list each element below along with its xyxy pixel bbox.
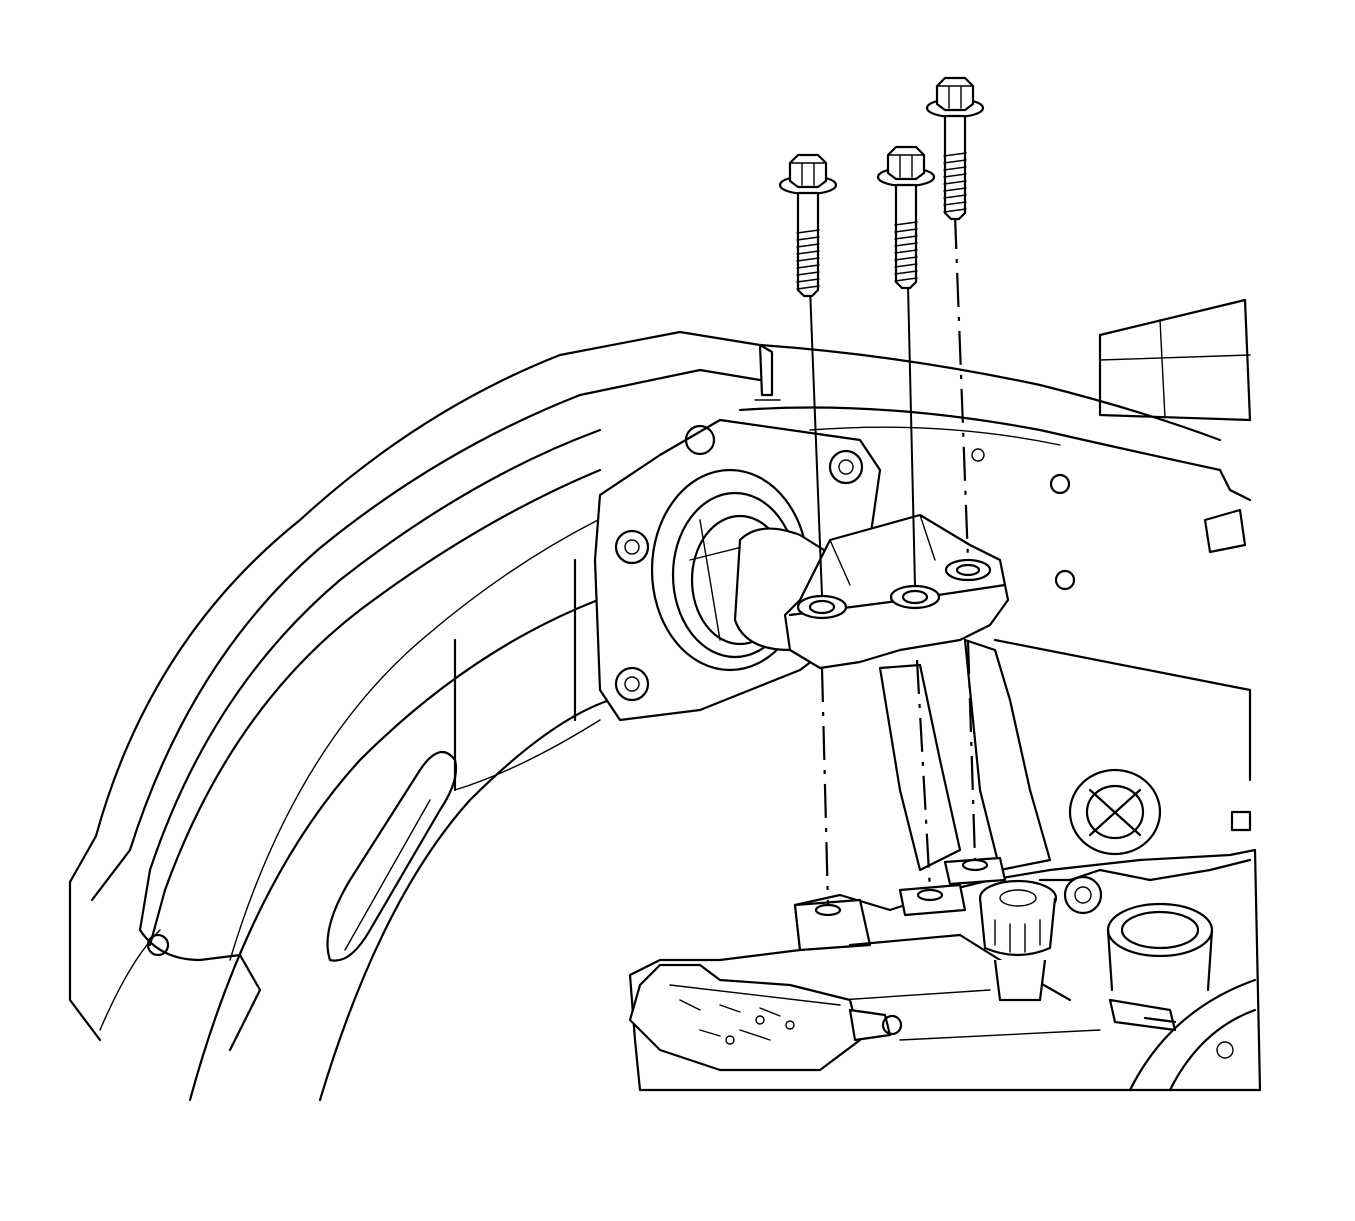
bolt-left-hex-facets <box>789 162 827 186</box>
plate-nut-lower-left <box>614 529 650 565</box>
plate-nut-bottom <box>614 666 650 702</box>
bolt-middle-hex-head <box>886 145 926 181</box>
bolt-right-threads <box>943 152 967 213</box>
bolt-right <box>925 76 985 221</box>
plate-nut-upper-right <box>828 449 864 485</box>
bolt-left-threads <box>796 229 820 290</box>
bolt-right-hex-facets <box>936 85 974 109</box>
upper-body-panel <box>738 298 1252 591</box>
bolt-middle <box>876 145 936 290</box>
bolt-left-shank <box>796 191 820 298</box>
transmission-mount-bracket <box>783 513 1252 872</box>
body-rail-structure <box>68 330 781 1102</box>
pipe-loop <box>1068 768 1162 856</box>
bolt-right-shank <box>943 114 967 221</box>
plate-nut-top <box>684 424 716 456</box>
bolt-middle-hex-facets <box>887 154 925 178</box>
transmission-housing <box>628 768 1262 1092</box>
range-sensor-module <box>628 963 903 1072</box>
fill-cap <box>978 879 1058 1002</box>
bolt-middle-threads <box>894 221 918 282</box>
bolt-right-hex-head <box>935 76 975 112</box>
bolt-left-hex-head <box>788 153 828 189</box>
bolt-guide-lines <box>809 214 977 906</box>
bolt-left <box>778 153 838 298</box>
bolts-group <box>778 76 985 298</box>
round-port <box>1106 902 1214 992</box>
bolt-middle-shank <box>894 183 918 290</box>
